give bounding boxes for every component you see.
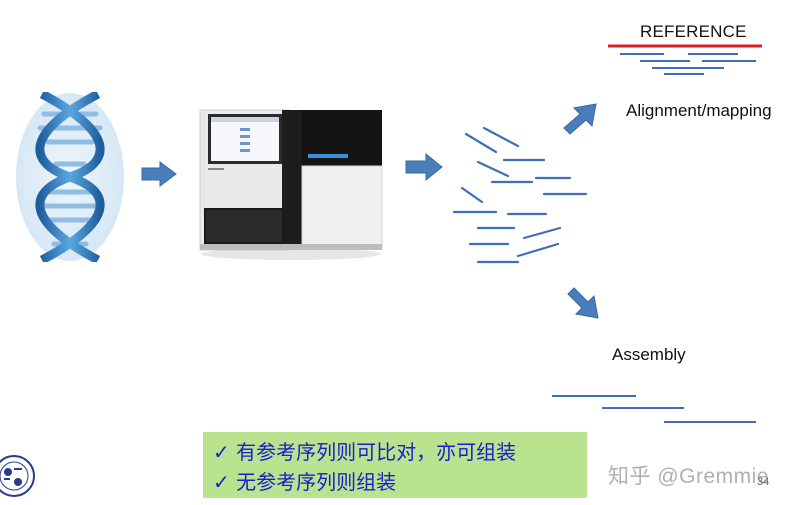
diagonal-arrow-icon (567, 287, 599, 319)
right-arrow-icon (405, 152, 443, 182)
sequencer-machine-icon (199, 109, 383, 260)
alignment-mapping-label: Alignment/mapping (626, 101, 772, 120)
note-without-reference: ✓ 无参考序列则组装 (213, 470, 397, 494)
diagonal-arrow-icon (563, 103, 597, 135)
sequencing-reads (452, 126, 588, 264)
notes-box: ✓ 有参考序列则可比对，亦可组装 ✓ 无参考序列则组装 (203, 432, 587, 498)
reference-label: REFERENCE (640, 22, 747, 41)
university-logo-icon (0, 455, 35, 497)
right-arrow-icon (141, 161, 177, 187)
dna-helix-icon (16, 92, 124, 262)
assembly-contigs (552, 395, 756, 423)
note-with-reference: ✓ 有参考序列则可比对，亦可组装 (213, 440, 517, 464)
watermark: 知乎 @Gremmie (608, 465, 769, 488)
assembly-label: Assembly (612, 345, 686, 364)
page-number: 34 (757, 476, 770, 488)
reference-alignment (608, 44, 762, 75)
